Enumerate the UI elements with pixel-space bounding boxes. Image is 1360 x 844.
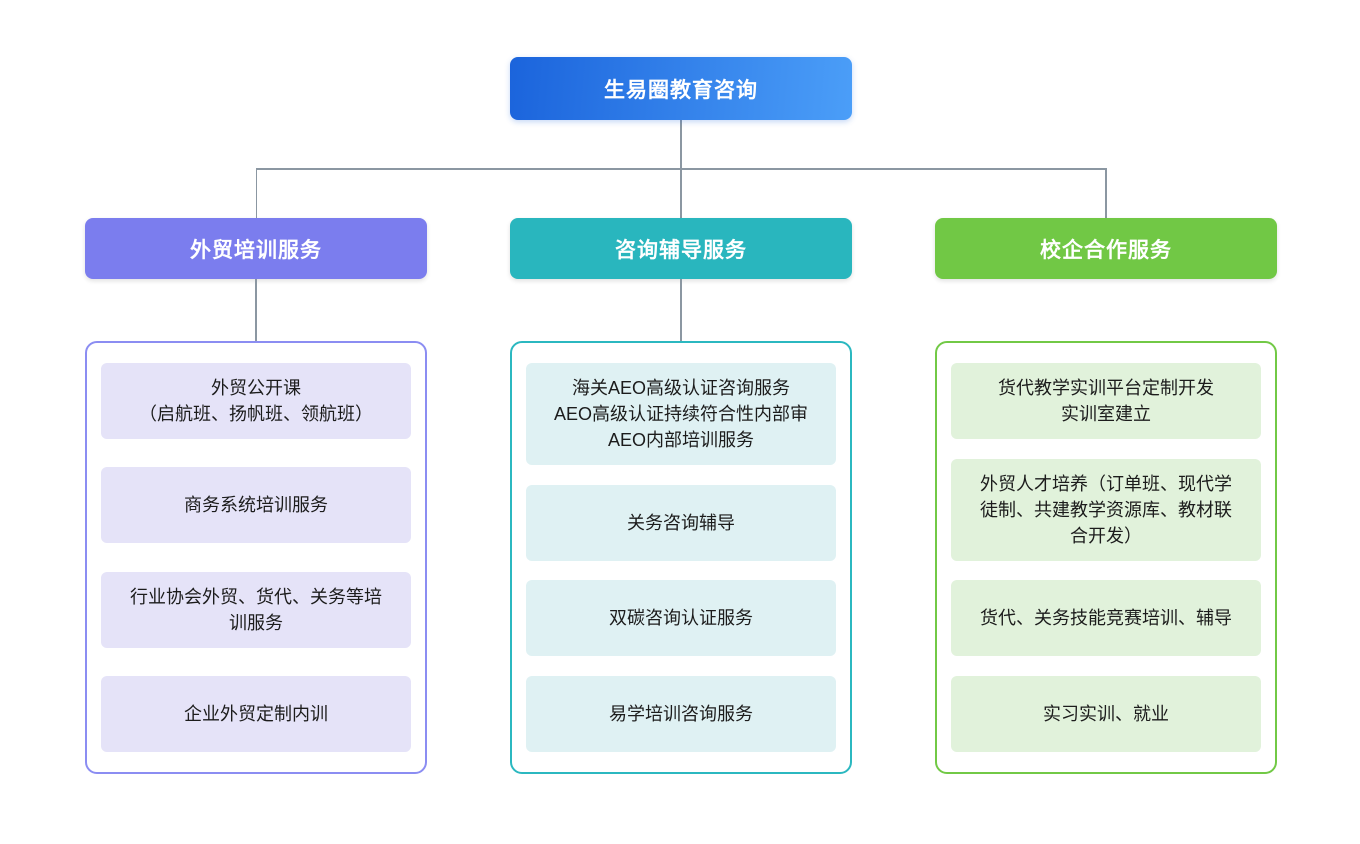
branch-items-panel: 外贸公开课 （启航班、扬帆班、领航班） 商务系统培训服务 行业协会外贸、货代、关… bbox=[85, 341, 427, 774]
service-item: 海关AEO高级认证咨询服务 AEO高级认证持续符合性内部审 AEO内部培训服务 bbox=[526, 363, 836, 465]
service-item: 行业协会外贸、货代、关务等培训服务 bbox=[101, 571, 411, 648]
branch-items-panel: 货代教学实训平台定制开发 实训室建立 外贸人才培养（订单班、现代学徒制、共建教学… bbox=[935, 341, 1277, 774]
service-item: 外贸人才培养（订单班、现代学徒制、共建教学资源库、教材联合开发） bbox=[951, 458, 1261, 561]
service-item: 实习实训、就业 bbox=[951, 675, 1261, 752]
service-item: 货代、关务技能竞赛培训、辅导 bbox=[951, 580, 1261, 657]
service-item: 货代教学实训平台定制开发 实训室建立 bbox=[951, 363, 1261, 439]
service-item: 企业外贸定制内训 bbox=[101, 675, 411, 752]
branch-items-panel: 海关AEO高级认证咨询服务 AEO高级认证持续符合性内部审 AEO内部培训服务 … bbox=[510, 341, 852, 774]
service-item: 易学培训咨询服务 bbox=[526, 675, 836, 752]
drop-line-branch-1 bbox=[255, 168, 257, 218]
service-item: 商务系统培训服务 bbox=[101, 467, 411, 544]
branch-column-school-enterprise: 校企合作服务 货代教学实训平台定制开发 实训室建立 外贸人才培养（订单班、现代学… bbox=[935, 218, 1277, 774]
root-stem-line bbox=[680, 120, 682, 168]
drop-line-branch-3 bbox=[1105, 168, 1107, 218]
drop-line-branch-2 bbox=[680, 168, 682, 218]
branch-header: 校企合作服务 bbox=[935, 218, 1277, 279]
branch-column-trade-training: 外贸培训服务 外贸公开课 （启航班、扬帆班、领航班） 商务系统培训服务 行业协会… bbox=[85, 218, 427, 774]
branch-header: 外贸培训服务 bbox=[85, 218, 427, 279]
service-item: 双碳咨询认证服务 bbox=[526, 580, 836, 657]
root-node: 生易圈教育咨询 bbox=[510, 57, 852, 120]
header-panel-connector-line bbox=[255, 279, 257, 341]
branch-column-consulting: 咨询辅导服务 海关AEO高级认证咨询服务 AEO高级认证持续符合性内部审 AEO… bbox=[510, 218, 852, 774]
branch-header: 咨询辅导服务 bbox=[510, 218, 852, 279]
header-panel-connector-line bbox=[680, 279, 682, 341]
service-item: 外贸公开课 （启航班、扬帆班、领航班） bbox=[101, 363, 411, 439]
service-item: 关务咨询辅导 bbox=[526, 484, 836, 561]
